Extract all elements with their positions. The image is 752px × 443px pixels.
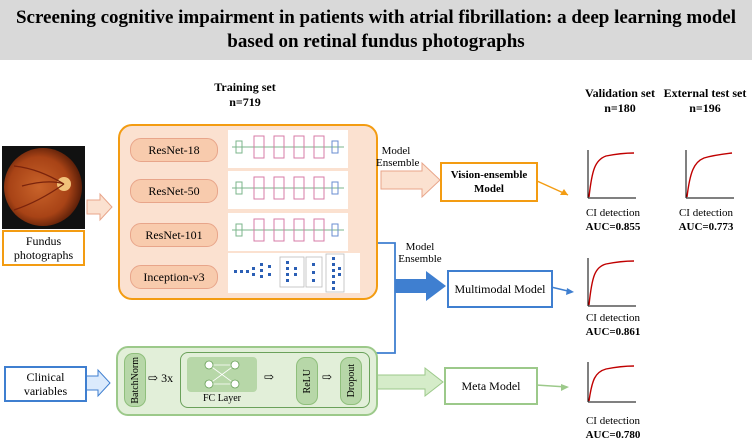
vision-ensemble-arrow [380, 161, 441, 199]
fundus-photographs-box: Fundus photographs [2, 230, 85, 266]
model-ensemble-label-1: Model Ensemble [376, 145, 420, 169]
fc-block [180, 352, 370, 408]
backbone-inceptionv3: Inception-v3 [130, 265, 218, 289]
validation-set-header: Validation set n=180 [575, 86, 665, 116]
batchnorm-pill: BatchNorm [124, 353, 146, 407]
vision-to-result-head [560, 189, 568, 195]
fc-layer-label: FC Layer [202, 393, 242, 404]
clinical-variables-box: Clinical variables [4, 366, 87, 402]
training-set-label: Training set [214, 80, 276, 94]
resnet101-diagram [228, 213, 348, 251]
repeat-indicator: ⇨ 3x [148, 371, 173, 386]
blue-connector [375, 242, 396, 354]
roc-curve-icon [587, 258, 636, 307]
multimodal-model-box: Multimodal Model [447, 270, 553, 308]
fundus-photo-image [4, 148, 82, 226]
external-set-header: External test set n=196 [660, 86, 750, 116]
roc-curve-icon [587, 362, 636, 403]
roc-vision-ext [684, 150, 734, 205]
result-multimodal-val-task: CI detection [585, 312, 641, 324]
relu-to-dropout-arrow-icon: ⇨ [322, 370, 333, 384]
roc-vision-val [586, 150, 636, 205]
external-set-label: External test set [663, 86, 747, 100]
clinical-input-arrow [84, 368, 111, 398]
result-vision-ext-auc: AUC=0.773 [678, 221, 734, 233]
model-ensemble-label-2: Model Ensemble [398, 241, 442, 265]
result-meta-val-auc: AUC=0.780 [585, 429, 641, 441]
fundus-photo [2, 146, 85, 229]
dropout-pill: Dropout [340, 357, 362, 405]
dropout-label: Dropout [345, 364, 357, 398]
title-line-1: Screening cognitive impairment in patien… [15, 7, 737, 28]
relu-label: ReLU [301, 368, 313, 394]
repeat-label: 3x [161, 371, 174, 385]
fc-layer-icon [187, 357, 257, 392]
external-set-n: n=196 [689, 101, 721, 115]
result-vision-val-task: CI detection [585, 207, 641, 219]
vision-ensemble-model-box: Vision-ensemble Model [440, 162, 538, 202]
result-vision-val-auc: AUC=0.855 [585, 221, 641, 233]
result-multimodal-val: CI detection AUC=0.861 [573, 311, 653, 339]
validation-set-label: Validation set [585, 86, 655, 100]
result-multimodal-val-auc: AUC=0.861 [585, 326, 641, 338]
resnet18-diagram [228, 130, 348, 168]
title-line-2: based on retinal fundus photographs [227, 31, 525, 52]
meta-to-result-head [561, 384, 569, 391]
result-vision-ext-task: CI detection [678, 207, 734, 219]
roc-meta-val [586, 362, 636, 409]
validation-set-n: n=180 [604, 101, 636, 115]
meta-arrow [375, 366, 444, 398]
result-vision-ext: CI detection AUC=0.773 [666, 206, 746, 234]
roc-curve-icon [685, 150, 734, 199]
training-set-n: n=719 [229, 95, 261, 109]
multimodal-to-result-head [566, 288, 574, 295]
relu-pill: ReLU [296, 357, 318, 405]
result-meta-val: CI detection AUC=0.780 [573, 414, 653, 442]
result-vision-val: CI detection AUC=0.855 [573, 206, 653, 234]
multimodal-arrow [395, 271, 446, 301]
inceptionv3-diagram [228, 253, 360, 293]
fundus-input-arrow [86, 192, 113, 222]
fc-to-relu-arrow-icon: ⇨ [264, 370, 275, 384]
meta-model-box: Meta Model [444, 367, 538, 405]
repeat-arrow-icon: ⇨ [148, 371, 159, 385]
batchnorm-label: BatchNorm [129, 356, 141, 404]
backbone-resnet18: ResNet-18 [130, 138, 218, 162]
training-set-header: Training set n=719 [205, 80, 285, 110]
backbone-resnet50: ResNet-50 [130, 179, 218, 203]
resnet50-diagram [228, 171, 348, 209]
roc-multimodal-val [586, 258, 636, 313]
roc-curve-icon [587, 150, 636, 199]
backbone-resnet101: ResNet-101 [130, 223, 218, 247]
result-meta-val-task: CI detection [585, 415, 641, 427]
title-banner: Screening cognitive impairment in patien… [0, 0, 752, 60]
